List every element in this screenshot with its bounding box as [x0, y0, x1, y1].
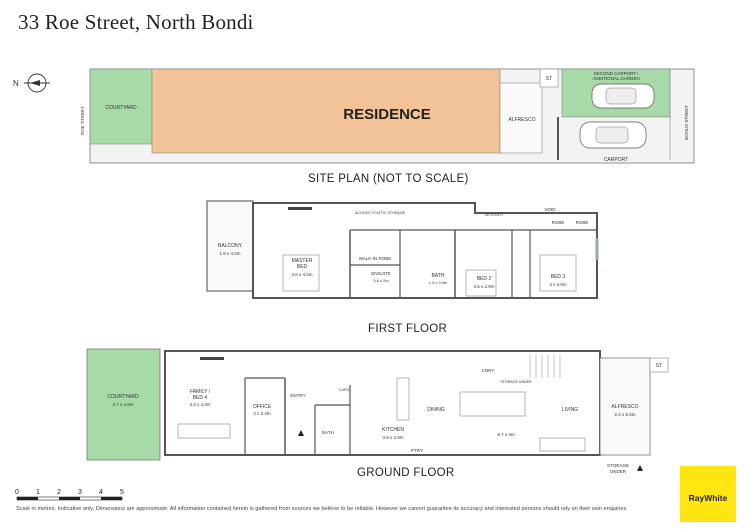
site-plan-label: SITE PLAN (NOT TO SCALE) — [308, 173, 469, 185]
entry-arrow-icon — [298, 430, 304, 436]
bed3-label: BED 3 — [551, 274, 566, 280]
first-floor-plan: BALCONY 1.8 x 4.2m MASTER BED 4.6 x 4.2m… — [206, 200, 599, 299]
north-arrow-icon: N — [13, 73, 50, 93]
bed3-dim: 3 x 4.6m — [549, 282, 567, 287]
bath-label: BATH — [432, 273, 445, 279]
master-bed-label-2: BED — [297, 264, 308, 270]
gf-bath-label: BATH — [322, 430, 334, 435]
laundry-label: L'DRY — [482, 368, 495, 373]
living-dim: 8.7 x 4m — [497, 432, 515, 437]
car-icon — [591, 83, 655, 109]
attic-access-label: ACCESS TO ATTIC STORAGE — [355, 211, 406, 215]
carport-label: CARPORT — [604, 157, 628, 163]
storage-label: STORAGE — [607, 463, 629, 468]
residence-block — [151, 68, 501, 154]
roe-street-label: ROE STREET — [80, 106, 85, 135]
walk-in-robe-label: WALK-IN ROBE — [359, 256, 392, 261]
second-carport-label-2: ADDITIONAL GARDEN — [592, 76, 639, 81]
robe-label-2: ROBE — [576, 220, 589, 225]
skylight-label: SKYLIGHT — [485, 213, 504, 217]
residence-label: RESIDENCE — [343, 106, 431, 123]
gf-alfresco-dim: 2.4 x 5.5m — [614, 412, 635, 417]
balcony-label: BALCONY — [218, 243, 243, 249]
cupd-label: CUPD — [339, 388, 350, 392]
scale-tick: 1 — [36, 489, 40, 496]
site-courtyard-label: COURTYARD — [105, 105, 137, 111]
scale-bar: 0 1 2 3 4 5 — [15, 489, 124, 501]
ensuite-label: ENSUITE — [371, 271, 391, 276]
north-label: N — [13, 79, 19, 88]
site-st-label: ST — [546, 76, 552, 82]
entry-label: ENTRY — [290, 393, 305, 398]
master-bed-label: MASTER — [292, 258, 313, 264]
kitchen-label: KITCHEN — [382, 427, 404, 433]
first-floor-label: FIRST FLOOR — [368, 323, 448, 335]
bath-dim: 1.9 x 3.9m — [429, 280, 448, 285]
kitchen-dim: 3.6 x 3.9m — [382, 435, 403, 440]
family-label-2: BED 4 — [193, 395, 208, 401]
site-alfresco-label: ALFRESCO — [509, 117, 536, 123]
family-dim: 3.3 x 4.3m — [189, 402, 210, 407]
robe-label: ROBE — [552, 220, 565, 225]
gf-alfresco-label: ALFRESCO — [612, 404, 639, 410]
raywhite-logo: RayWhite — [680, 466, 736, 522]
pantry-label: PTRY — [411, 448, 423, 453]
office-dim: 2 x 2.4m — [253, 411, 271, 416]
scale-tick: 0 — [15, 489, 19, 496]
site-plan: N COURTYARD RESIDENCE ALFRESCO ST SECOND… — [13, 68, 695, 164]
master-dim: 4.6 x 4.2m — [291, 272, 312, 277]
living-label: LIVING — [562, 407, 579, 413]
courtyard-label: COURTYARD — [107, 394, 139, 400]
office-label: OFFICE — [253, 404, 272, 410]
scale-tick: 2 — [57, 489, 61, 496]
scale-tick: 4 — [99, 489, 103, 496]
bed2-dim: 3.5 x 2.9m — [473, 284, 494, 289]
second-carport-label-1: SECOND CARPORT / — [594, 71, 640, 76]
storage-under-stairs-label: STORAGE UNDER — [500, 380, 532, 384]
car-icon — [579, 121, 647, 149]
courtyard-dim: 3.7 x 4.8m — [112, 402, 133, 407]
storage-label-2: UNDER — [610, 469, 627, 474]
ensuite-dim: 3.6 x 2m — [373, 278, 389, 283]
ground-floor-label: GROUND FLOOR — [357, 467, 455, 479]
bed2-label: BED 2 — [477, 276, 492, 282]
scale-tick: 5 — [120, 489, 124, 496]
bonus-street-label: BONUS STREET — [684, 105, 689, 140]
page-title: 33 Roe Street, North Bondi — [18, 10, 254, 34]
gf-st-label: ST — [656, 363, 662, 369]
family-label: FAMILY / — [190, 389, 211, 395]
disclaimer-text: Scale in metres. Indicative only. Dimens… — [16, 506, 628, 512]
void-label: VOID — [544, 207, 556, 212]
scale-tick: 3 — [78, 489, 82, 496]
logo-text: RayWhite — [688, 493, 728, 503]
dining-label: DINING — [427, 407, 445, 413]
site-courtyard — [89, 68, 153, 145]
balcony-dim: 1.8 x 4.2m — [219, 251, 240, 256]
ground-floor-plan: COURTYARD 3.7 x 4.8m ST FAMILY / BED 4 3… — [86, 348, 669, 474]
storage-arrow-icon — [637, 465, 643, 471]
